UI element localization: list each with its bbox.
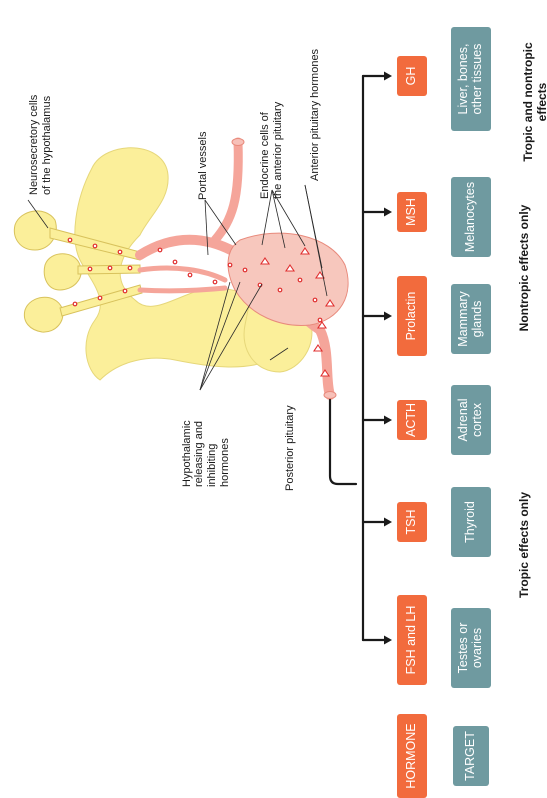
legend-target: TARGET [453, 726, 489, 786]
target-box-melanocytes: Melanocytes [451, 177, 491, 257]
hormone-box-msh: MSH [397, 192, 427, 232]
label-endocrine-cells: Endocrine cells of the anterior pituitar… [259, 101, 284, 199]
anterior-pituitary [227, 232, 349, 326]
branch-lines [328, 74, 387, 642]
label-hypothalamic-releasing: Hypothalamic releasing and inhibiting ho… [180, 420, 231, 487]
legend-hormone: HORMONE [397, 714, 427, 798]
hormone-box-fsh-lh: FSH and LH [397, 595, 427, 685]
target-box-mammary: Mammary glands [451, 284, 491, 354]
pointer-lines [27, 184, 328, 391]
branch-arrowheads [384, 71, 392, 645]
label-posterior-pituitary: Posterior pituitary [283, 405, 296, 491]
label-neurosecretory: Neurosecretory cells of the hypothalamus [28, 94, 53, 195]
target-box-liver-bones: Liver, bones, other tissues [451, 27, 491, 131]
hormone-box-tsh: TSH [397, 502, 427, 542]
target-box-thyroid: Thyroid [451, 487, 491, 557]
anterior-hormone-triangles [259, 247, 336, 377]
hormone-box-acth: ACTH [397, 400, 427, 440]
vessel-end-bottom [323, 391, 337, 399]
vessel-end-top [231, 138, 245, 146]
group-label-nontropic: Nontropic effects only [517, 204, 532, 332]
hormone-dots [67, 237, 323, 323]
hormone-box-gh: GH [397, 56, 427, 96]
group-label-tropic-nontropic: Tropic and nontropic effects [521, 42, 547, 162]
target-box-testes-ovaries: Testes or ovaries [451, 608, 491, 688]
label-anterior-pituitary-hormones: Anterior pituitary hormones [308, 48, 321, 181]
label-portal-vessels: Portal vessels [196, 131, 209, 200]
group-label-tropic: Tropic effects only [517, 491, 532, 599]
hormone-box-prolactin: Prolactin [397, 276, 427, 356]
target-box-adrenal: Adrenal cortex [451, 385, 491, 455]
